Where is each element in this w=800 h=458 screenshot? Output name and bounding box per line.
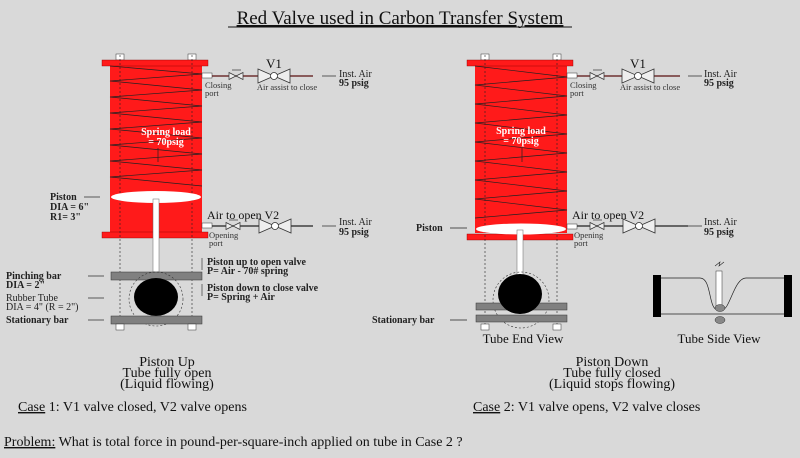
rubber-tube (498, 274, 542, 314)
piston-down-label: Piston down to close valve (207, 283, 319, 294)
v1-label: V1 (266, 56, 282, 71)
inst-air-pressure: 95 psig (704, 78, 734, 89)
right-state-tube: Tube fully closed (563, 366, 660, 381)
bolt-tab (187, 323, 197, 331)
rubber-tube (134, 278, 178, 316)
closing-port (566, 72, 578, 79)
opening-port-label-2: port (574, 238, 588, 248)
stationary-bar-label: Stationary bar (6, 315, 69, 326)
bolt-tab (115, 323, 125, 331)
end-clamp (653, 275, 661, 317)
bolt-tab (552, 323, 562, 331)
piston-up-formula: P= Air - 70# spring (207, 266, 288, 277)
tube-outline (128, 271, 184, 327)
problem-statement: Problem: What is total force in pound-pe… (4, 435, 463, 450)
piston-label: Piston (50, 192, 77, 203)
piston-up-label: Piston up to open valve (207, 257, 306, 268)
piston (476, 223, 566, 235)
inst-air-label: Inst. Air (704, 217, 737, 228)
case-1-text: 1: V1 valve closed, V2 valve opens (45, 400, 247, 415)
bolt-tab (480, 323, 490, 331)
stationary-bar-label: Stationary bar (372, 315, 435, 326)
closing-port-label: Closing (205, 80, 232, 90)
spring-value: = 70psig (503, 136, 538, 147)
v1-caption: Air assist to close (620, 82, 680, 92)
spring-label: Spring load (141, 127, 191, 138)
tube-side-view-label: Tube Side View (677, 331, 761, 346)
rubber-tube-label: Rubber Tube (6, 293, 59, 304)
spring-coil (474, 65, 568, 219)
tube-outline (492, 271, 550, 329)
closing-port-label-2: port (570, 88, 584, 98)
pinch-rod (715, 270, 723, 307)
stationary-bar (475, 314, 568, 323)
spring-coil (109, 65, 203, 187)
right-assembly: Spring load = 70psig V1 Air assist to cl… (372, 53, 792, 346)
case-1-label: Case (18, 400, 45, 415)
problem-text: What is total force in pound-per-square-… (55, 435, 462, 450)
end-clamp (784, 275, 792, 317)
left-state-tube: Tube fully open (123, 366, 212, 381)
piston (111, 191, 201, 203)
v1-caption: Air assist to close (257, 82, 317, 92)
top-flange (466, 59, 574, 67)
piston-radius: R1= 3" (50, 212, 81, 223)
closing-port (201, 72, 213, 79)
right-state-liquid: (Liquid stops flowing) (549, 377, 675, 392)
closing-port-label-2: port (205, 88, 219, 98)
check-valve-icon (228, 69, 244, 80)
case-2-label: Case (473, 400, 500, 415)
case-2: Case 2: V1 valve opens, V2 valve closes (473, 400, 700, 415)
cylinder-body (475, 65, 567, 233)
stationary-bar-end (714, 316, 726, 324)
inst-air-label: Inst. Air (339, 217, 372, 228)
tube-pinched-line (699, 277, 784, 311)
opening-port-label-2: port (209, 238, 223, 248)
inst-air-pressure: 95 psig (339, 78, 369, 89)
tube-end-view-label: Tube End View (483, 331, 564, 346)
tube-side-view: Tube Side View (653, 261, 792, 346)
case-2-text: 2: V1 valve opens, V2 valve closes (500, 400, 700, 415)
left-assembly: Spring load = 70psig V1 Air assist to cl… (6, 53, 372, 331)
piston-rod (152, 198, 160, 273)
piston-down-formula: P= Spring + Air (207, 292, 275, 303)
opening-port (201, 222, 213, 229)
opening-port (566, 223, 578, 230)
right-state-title: Piston Down (576, 355, 649, 370)
spring-label: Spring load (496, 126, 546, 137)
v1-label: V1 (630, 56, 646, 71)
case-1: Case 1: V1 valve closed, V2 valve opens (18, 400, 247, 415)
piston-label: Piston (416, 223, 443, 234)
left-state-title: Piston Up (139, 355, 195, 370)
stationary-bar (110, 315, 203, 325)
inst-air-pressure: 95 psig (704, 227, 734, 238)
inst-air-label: Inst. Air (339, 69, 372, 80)
pinching-bar-dia: DIA = 2" (6, 280, 45, 291)
problem-label: Problem: (4, 435, 55, 450)
air-to-open-label: Air to open V2 (572, 208, 644, 222)
opening-port-label: Opening (574, 230, 604, 240)
valve-v1-icon[interactable] (257, 68, 291, 84)
inst-air-pressure: 95 psig (339, 227, 369, 238)
check-valve-icon (589, 69, 605, 80)
rubber-tube-dia: DIA = 4" (R = 2") (6, 302, 79, 313)
pinching-bar-label: Pinching bar (6, 271, 62, 282)
piston-rod (516, 229, 524, 276)
closing-port-label: Closing (570, 80, 597, 90)
valve-v1-icon[interactable] (621, 68, 655, 84)
inst-air-label: Inst. Air (704, 69, 737, 80)
opening-port-label: Opening (209, 230, 239, 240)
pinch-bar-end (714, 304, 726, 312)
force-icon (714, 261, 725, 267)
spring-value: = 70psig (148, 137, 183, 148)
diagram-title: Red Valve used in Carbon Transfer System (237, 8, 564, 29)
piston-dia: DIA = 6" (50, 202, 89, 213)
left-state-liquid: (Liquid flowing) (120, 377, 214, 392)
air-to-open-label: Air to open V2 (207, 208, 279, 222)
top-flange (101, 59, 209, 67)
